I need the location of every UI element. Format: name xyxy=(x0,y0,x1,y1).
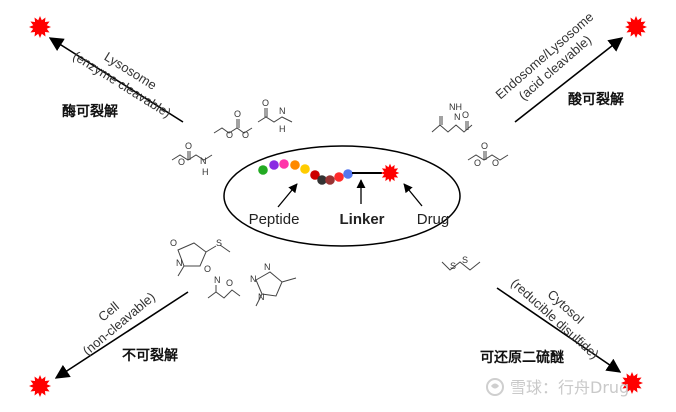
carbamate-structure-left: O O N H xyxy=(171,141,213,177)
atom-label: O xyxy=(226,278,233,288)
bottom-left-chinese-label: 不可裂解 xyxy=(122,347,178,364)
atom-label: N xyxy=(258,292,265,302)
atom-label: O xyxy=(242,130,249,140)
red-starburst-icon xyxy=(29,16,51,38)
atom-label: O xyxy=(170,238,177,248)
succinimide-thioether-structure: O S N O xyxy=(170,238,231,277)
starburst-shape xyxy=(625,16,647,38)
red-starburst-icon xyxy=(29,375,51,397)
peptide-bead xyxy=(290,160,300,170)
bottom-left-label: Cell (non-cleavable) xyxy=(80,289,158,358)
top-left-chinese-label: 酶可裂解 xyxy=(62,103,118,120)
atom-label: O xyxy=(234,109,241,119)
atom-label: N xyxy=(214,275,221,285)
peptide-bead xyxy=(300,164,310,174)
arrow-bottom-left xyxy=(54,291,189,379)
starburst-shape xyxy=(29,375,51,397)
arrow-bottom-right xyxy=(496,287,622,373)
starburst-shape xyxy=(621,372,643,394)
peptide-label: Peptide xyxy=(249,211,300,228)
atom-label: S xyxy=(216,238,222,248)
atom-label: H xyxy=(202,167,209,177)
peptide-bead xyxy=(279,159,289,169)
peptide-bead xyxy=(258,165,268,175)
disulfide-structure: S S xyxy=(441,255,481,271)
red-starburst-icon xyxy=(621,372,643,394)
arrow-top-left xyxy=(48,37,184,123)
atom-label: O xyxy=(481,141,488,151)
hydrazone-structure-top-right: NH N O xyxy=(431,102,473,133)
atom-label: S xyxy=(462,255,468,265)
atom-label: N xyxy=(176,258,183,268)
bottom-right-label: Cytosol (reducible disulfide) xyxy=(508,275,602,362)
top-right-label-line1: Endosome/Lysosome xyxy=(493,9,597,102)
carbonate-structure-top-left: O O O xyxy=(213,109,253,140)
atom-label: N xyxy=(279,106,286,116)
atom-label: O xyxy=(262,98,269,108)
atom-label: O xyxy=(204,264,211,274)
carbonate-structure-top-right: O O O xyxy=(467,141,509,168)
peptide-pointer-arrow xyxy=(277,183,298,208)
atom-label: N xyxy=(264,262,271,272)
atom-label: N xyxy=(200,156,207,166)
atom-label: O xyxy=(178,157,185,167)
oxime-structure: N O xyxy=(207,275,241,299)
top-right-chinese-label: 酸可裂解 xyxy=(568,91,624,108)
bottom-right-chinese-label: 可还原二硫醚 xyxy=(480,349,564,366)
atom-label: N xyxy=(454,112,461,122)
red-starburst-icon xyxy=(625,16,647,38)
starburst-shape xyxy=(29,16,51,38)
atom-label: O xyxy=(185,141,192,151)
watermark-text: 雪球：行舟Drug xyxy=(510,378,629,397)
peptide-bead xyxy=(317,175,327,185)
atom-label: O xyxy=(462,110,469,120)
atom-label: S xyxy=(450,261,456,271)
linker-ellipse xyxy=(223,145,461,247)
peptide-bead xyxy=(325,175,335,185)
atom-label: O xyxy=(474,158,481,168)
snowball-logo-icon xyxy=(486,378,504,396)
peptide-bead xyxy=(269,160,279,170)
peptide-bead xyxy=(334,172,344,182)
atom-label: H xyxy=(279,124,286,134)
red-starburst-icon xyxy=(380,163,400,183)
atom-label: O xyxy=(492,158,499,168)
atom-label: O xyxy=(226,130,233,140)
drug-pointer-arrow xyxy=(403,183,423,207)
triazole-structure: N N N xyxy=(250,262,297,307)
atom-label: N xyxy=(250,274,257,284)
amide-structure-top-left: O N H xyxy=(257,98,293,134)
linker-label: Linker xyxy=(339,211,384,228)
drug-label: Drug xyxy=(417,211,450,228)
peptide-chain xyxy=(258,159,353,185)
atom-label: NH xyxy=(449,102,462,112)
arrow-top-right xyxy=(514,37,624,123)
peptide-bead xyxy=(310,170,320,180)
starburst-shape xyxy=(380,163,400,183)
peptide-bead xyxy=(343,169,353,179)
